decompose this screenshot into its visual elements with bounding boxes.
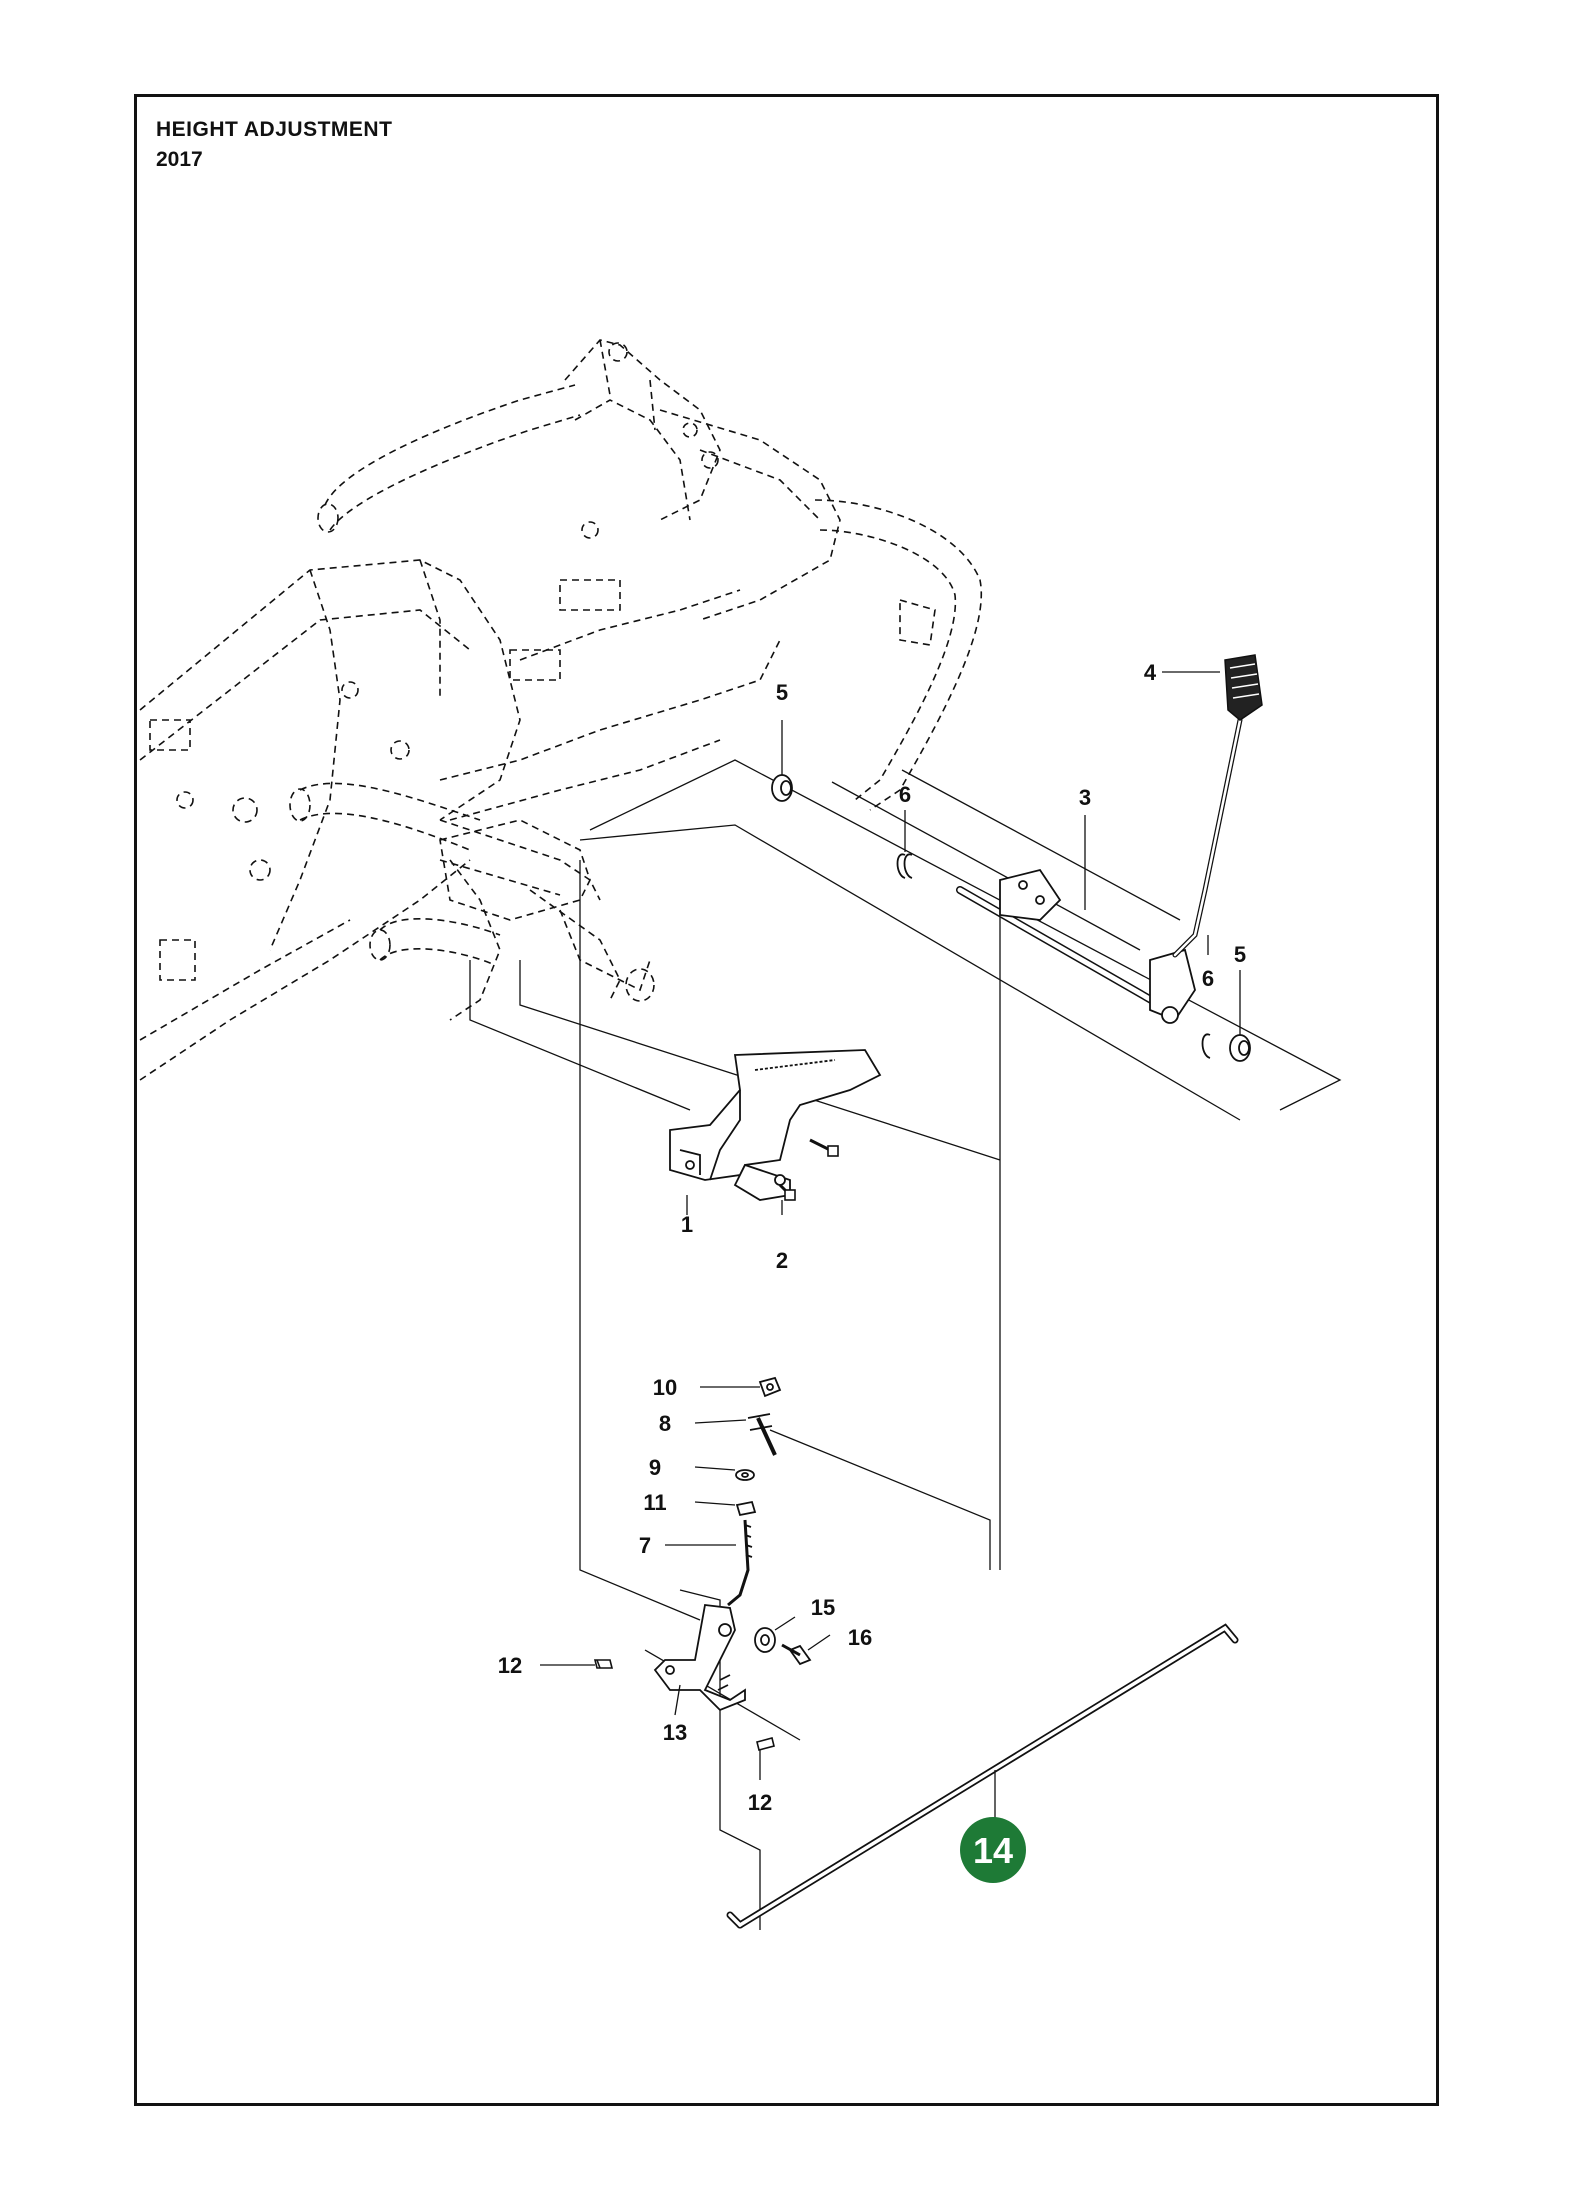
callout-c6b[interactable]: 6 [1202, 966, 1214, 991]
callout-c8[interactable]: 8 [659, 1411, 671, 1436]
callout-c3[interactable]: 3 [1079, 785, 1091, 810]
callout-c15[interactable]: 15 [811, 1595, 835, 1620]
callout-c7[interactable]: 7 [639, 1533, 651, 1558]
callout-c13[interactable]: 13 [663, 1720, 687, 1745]
callout-c4[interactable]: 4 [1144, 660, 1157, 685]
callout-c2[interactable]: 2 [776, 1248, 788, 1273]
diagram-year: 2017 [156, 148, 203, 171]
leader-lines [540, 671, 1241, 1820]
callout-c12a[interactable]: 12 [498, 1653, 522, 1678]
drawing-frame [134, 94, 1439, 2106]
cotter-pins [593, 1659, 775, 1751]
callout-c11[interactable]: 11 [643, 1490, 666, 1515]
callout-c6a[interactable]: 6 [899, 782, 911, 807]
lever-knob [1224, 654, 1263, 721]
lift-shaft-assembly [956, 868, 1196, 1024]
lift-arm-bracket [653, 1604, 812, 1712]
guide-lines [469, 759, 1342, 1930]
highlight-badge-circle [960, 1817, 1026, 1883]
height-pedal-bracket [669, 1049, 882, 1201]
callout-c5a[interactable]: 5 [776, 680, 788, 705]
screws [778, 1138, 839, 1201]
callout-c1[interactable]: 1 [681, 1212, 693, 1237]
highlight-badge-14[interactable]: 14 [960, 1817, 1026, 1883]
frame-chassis-dashed [139, 339, 982, 1081]
callout-c9[interactable]: 9 [649, 1455, 661, 1480]
diagram-title: HEIGHT ADJUSTMENT [156, 118, 393, 141]
callout-c16[interactable]: 16 [848, 1625, 872, 1650]
callout-c5b[interactable]: 5 [1234, 942, 1246, 967]
callout-c12b[interactable]: 12 [748, 1790, 772, 1815]
callout-c10[interactable]: 10 [653, 1375, 677, 1400]
linkage-hardware [727, 1376, 782, 1607]
bushings-and-clips [771, 774, 1251, 1062]
lift-lever [1172, 717, 1243, 958]
highlight-badge-label: 14 [973, 1830, 1013, 1871]
